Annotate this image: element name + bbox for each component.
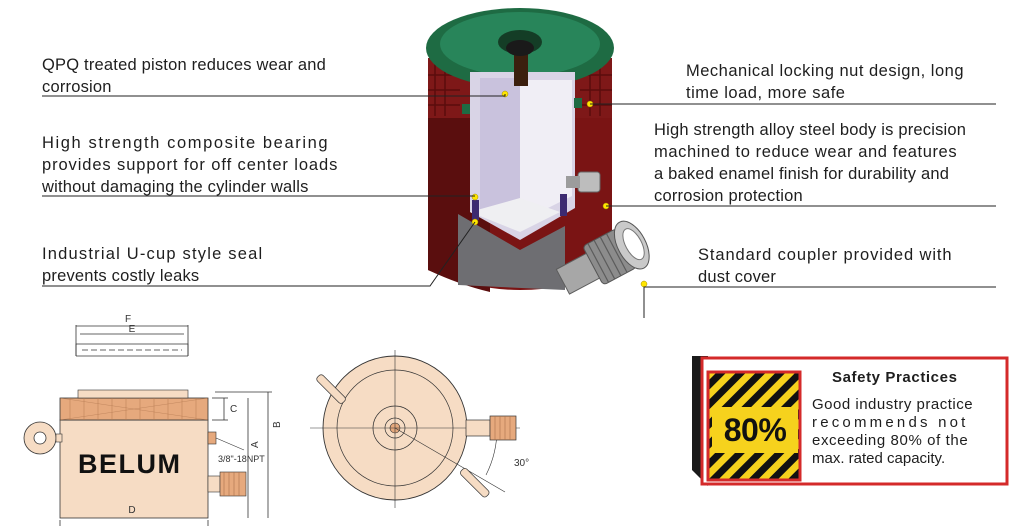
safety-line-3: exceeding 80% of the [812,432,969,449]
dim-label-f: F [125,314,131,325]
callout-body: High strength alloy steel body is precis… [654,119,966,207]
safety-line-2: recommends not [812,414,969,431]
callout-bearing-line-3: without damaging the cylinder walls [42,178,309,196]
dim-label-d: D [128,505,135,516]
callout-coupler-line-1: Standard coupler provided with [698,246,953,264]
callout-piston: QPQ treated piston reduces wear and corr… [42,54,326,98]
safety-line-4: max. rated capacity. [812,450,946,467]
callout-body-line-1: High strength alloy steel body is precis… [654,121,967,139]
top-view-drawing: 30° [310,350,529,508]
capacity-percent-badge: 80% [712,407,798,453]
callout-seal-line-2: prevents costly leaks [42,267,200,285]
safety-title: Safety Practices [832,369,958,386]
callout-body-line-2: machined to reduce wear and features [654,143,958,161]
safety-line-1: Good industry practice [812,396,974,413]
callout-coupler-line-2: dust cover [698,268,777,286]
callout-coupler: Standard coupler provided with dust cove… [698,244,952,288]
dim-label-b: B [272,421,283,428]
callout-bearing-line-1: High strength composite bearing [42,134,330,152]
port-size-label: 3/8"-18NPT [218,454,265,464]
callout-locking-nut: Mechanical locking nut design, long time… [686,60,964,104]
angle-label: 30° [514,458,529,469]
cylinder-cutaway-illustration [42,8,996,318]
callout-piston-line-2: corrosion [42,78,112,96]
callout-body-line-4: corrosion protection [654,187,803,205]
safety-text: Good industry practice recommends not ex… [812,396,1000,468]
callout-bearing-line-2: provides support for off center loads [42,156,339,174]
callout-locking-nut-line-1: Mechanical locking nut design, long [686,62,964,80]
callout-body-line-3: a baked enamel finish for durability and [654,165,950,183]
callout-piston-line-1: QPQ treated piston reduces wear and [42,56,326,74]
callout-bearing: High strength composite bearing provides… [42,132,338,198]
callout-seal-line-1: Industrial U-cup style seal [42,245,264,263]
brand-logo: BELUM [78,449,182,479]
dim-label-a: A [250,441,261,448]
callout-seal: Industrial U-cup style seal prevents cos… [42,243,263,287]
dim-label-e: E [129,324,136,335]
dim-label-c: C [230,404,237,415]
side-view-drawing: F E C A B D 3/8"-18NPT BELUM [23,314,283,526]
callout-locking-nut-line-2: time load, more safe [686,84,846,102]
